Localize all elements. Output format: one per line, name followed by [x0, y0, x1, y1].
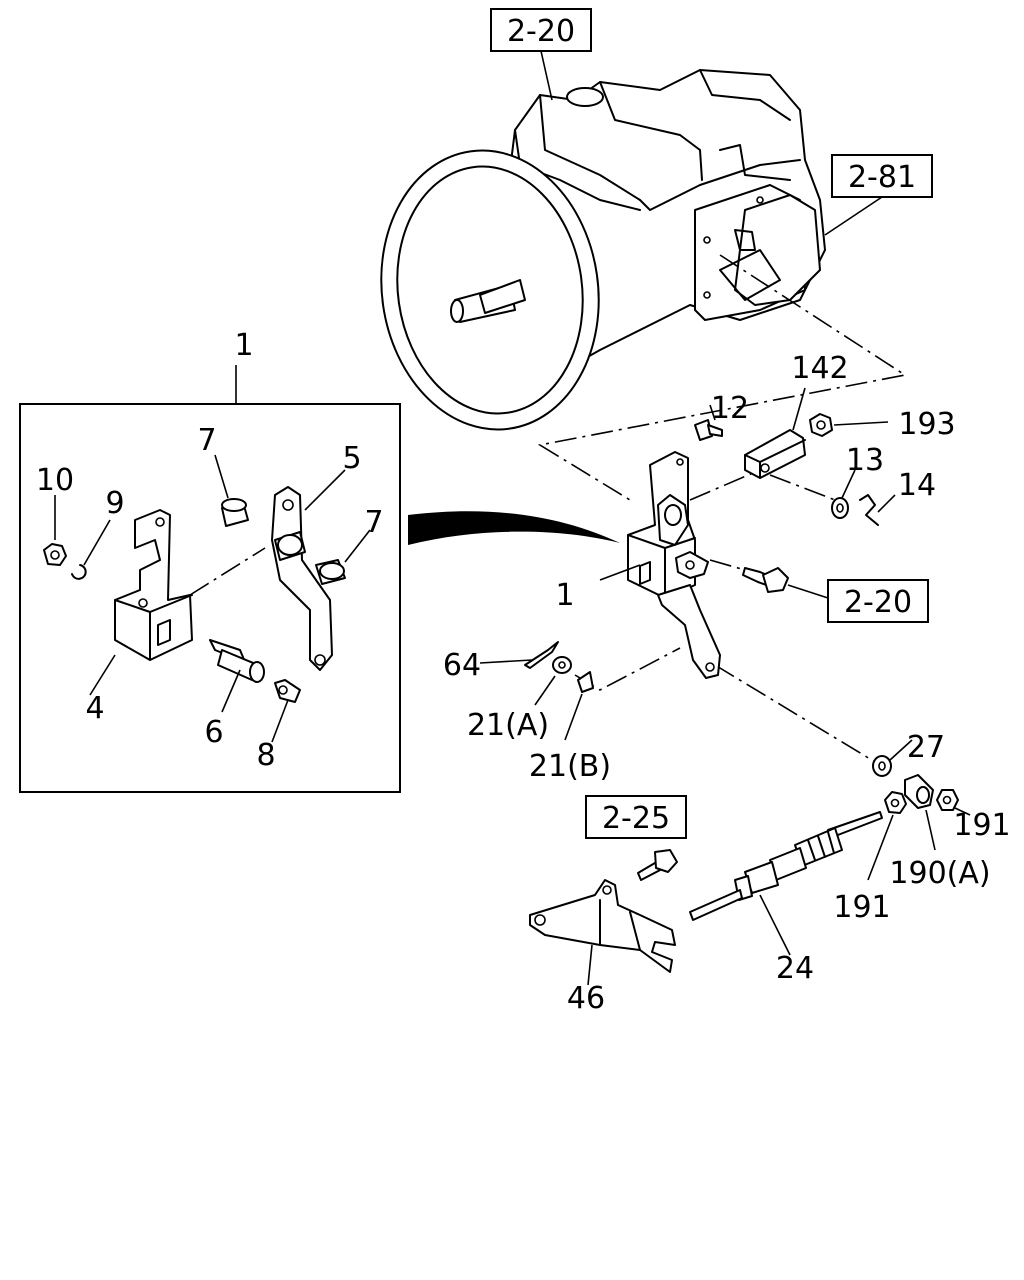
lever-part-5: 5	[271, 441, 362, 671]
assembly-guide-line	[709, 559, 746, 571]
assembly-guide-line	[714, 664, 881, 766]
lever-bracket-assembly-1: 1	[555, 451, 721, 679]
svg-text:5: 5	[342, 441, 361, 476]
bracket-part-4: 4	[85, 509, 193, 726]
svg-text:24: 24	[776, 951, 814, 986]
svg-text:21(A): 21(A)	[467, 708, 549, 743]
bolt-reference-2-20: 2-20	[742, 567, 929, 623]
reference-label: 2-81	[848, 160, 916, 195]
reference-label: 2-20	[507, 14, 575, 49]
svg-text:8: 8	[256, 738, 275, 773]
bolt-part-12: 12	[694, 391, 749, 441]
arrow-pointer	[408, 511, 620, 545]
reference-2-20-top: 2-20	[490, 8, 592, 101]
callout-assembly-1: 1	[234, 328, 253, 363]
assembly-guide-line	[689, 469, 761, 501]
svg-text:6: 6	[204, 715, 223, 750]
assembly-guide-line	[769, 474, 836, 501]
nut-part-193: 193	[809, 407, 956, 442]
svg-text:190(A): 190(A)	[889, 856, 990, 891]
washer-part-27: 27	[872, 730, 945, 777]
svg-text:4: 4	[85, 691, 104, 726]
control-cable-part-24: 24	[689, 811, 883, 986]
svg-text:7: 7	[197, 423, 216, 458]
svg-text:191: 191	[833, 890, 890, 925]
svg-text:46: 46	[567, 981, 605, 1016]
reference-2-81: 2-81	[824, 154, 933, 236]
callout-1: 1	[555, 578, 574, 613]
svg-text:21(B): 21(B)	[529, 749, 611, 784]
nut-part-10: 10	[36, 463, 74, 566]
swivel-part-190a: 190(A)	[889, 774, 991, 891]
svg-text:142: 142	[791, 351, 848, 386]
nut-part-191-left: 191	[833, 791, 907, 925]
cotter-pin-part-14: 14	[859, 468, 936, 526]
svg-text:64: 64	[443, 648, 481, 683]
bolt-reference-2-25: 2-25	[585, 795, 687, 881]
svg-text:191: 191	[953, 808, 1010, 843]
svg-text:9: 9	[105, 486, 124, 521]
assembly-inset-box: 1 10 9 4 7	[19, 328, 401, 793]
svg-text:7: 7	[364, 505, 383, 540]
washer-part-21a: 21(A)	[467, 656, 572, 743]
clevis-part-142: 142	[744, 351, 849, 479]
reference-label: 2-25	[602, 801, 670, 836]
clip-part-9: 9	[71, 486, 125, 580]
nut-part-191-right: 191	[936, 789, 1011, 843]
svg-text:10: 10	[36, 463, 74, 498]
svg-text:13: 13	[846, 443, 884, 478]
transmission-housing	[380, 69, 826, 431]
grease-nipple-part-8: 8	[256, 679, 301, 773]
svg-text:193: 193	[898, 407, 955, 442]
pin-part-6: 6	[204, 639, 265, 750]
svg-text:14: 14	[898, 468, 936, 503]
bracket-part-46: 46	[529, 879, 676, 1016]
reference-label: 2-20	[844, 585, 912, 620]
bushing-part-7-left: 7	[197, 423, 249, 527]
svg-text:27: 27	[907, 730, 945, 765]
assembly-guide-line	[537, 254, 908, 501]
bushing-part-7-right: 7	[315, 505, 384, 585]
svg-text:12: 12	[711, 391, 749, 426]
cotter-pin-part-64: 64	[443, 641, 559, 683]
washer-part-21b: 21(B)	[529, 671, 611, 784]
washer-part-13: 13	[831, 443, 884, 519]
